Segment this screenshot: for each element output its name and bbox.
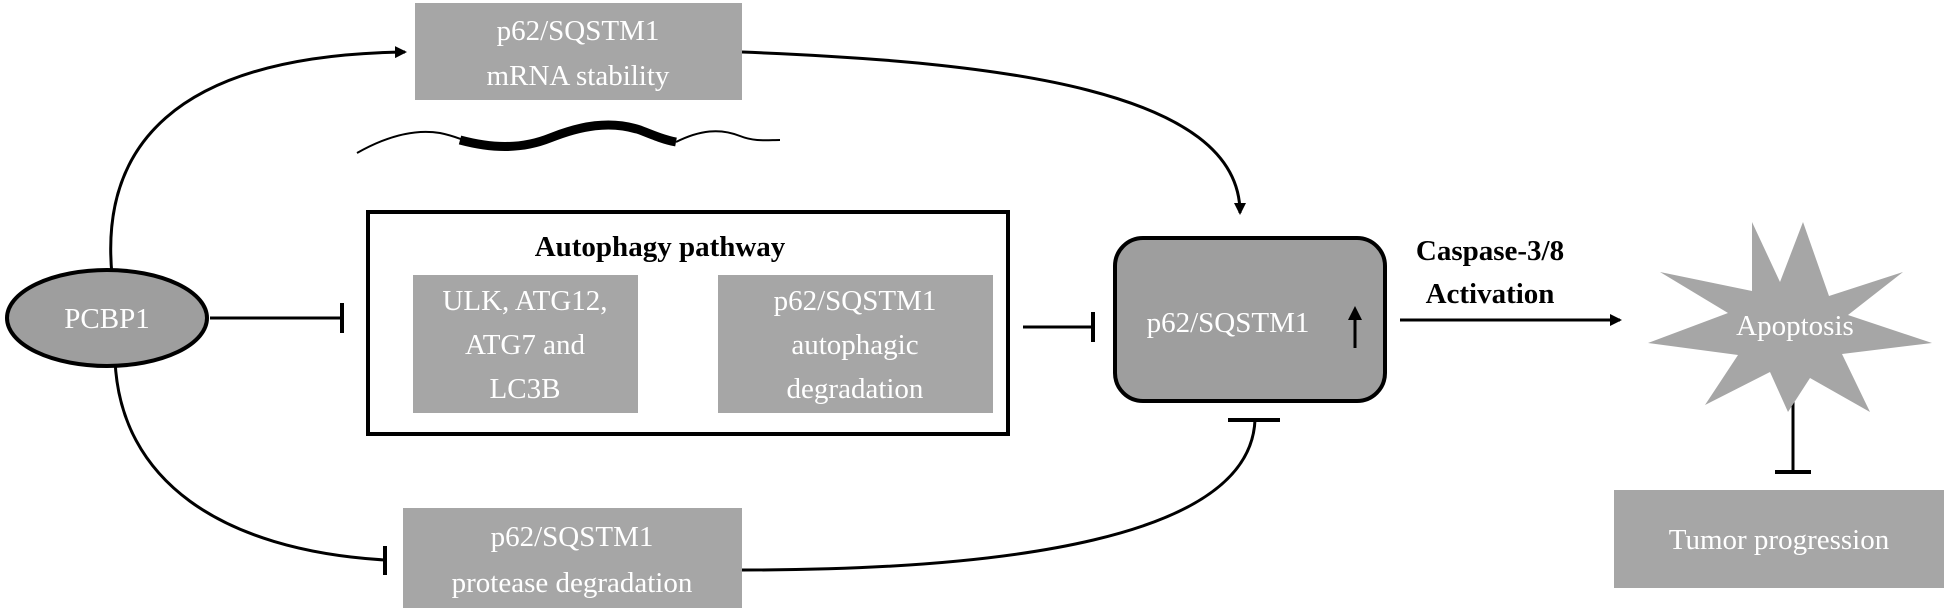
degradation-box-line3: degradation: [787, 373, 924, 405]
p62-center-node: [1113, 236, 1387, 403]
ulk-atg-box: [413, 275, 638, 413]
apoptosis-label: Apoptosis: [1736, 310, 1854, 342]
mrna-box-line1: p62/SQSTM1: [497, 15, 660, 47]
mrna-stability-box: [415, 3, 742, 100]
ulk-box-line1: ULK, ATG12,: [442, 285, 607, 317]
mrna-to-p62-arrow: [741, 50, 1246, 215]
caspase-line1: Caspase-3/8: [1416, 235, 1564, 267]
pcbp1-inhibits-protease-line: [113, 359, 386, 562]
pcbp1-to-mrna-arrow: [109, 46, 407, 276]
degradation-box-line2: autophagic: [791, 329, 918, 361]
pcbp1-label: PCBP1: [64, 303, 149, 335]
up-arrow-icon: [1348, 306, 1362, 348]
caspase-line2: Activation: [1426, 278, 1555, 310]
mrna-box-line2: mRNA stability: [487, 60, 670, 92]
autophagy-title: Autophagy pathway: [535, 231, 786, 263]
autophagic-degradation-box: [718, 275, 993, 413]
protease-box-line1: p62/SQSTM1: [491, 521, 654, 553]
tumor-progression-box: [1614, 490, 1944, 588]
ulk-box-line2: ATG7 and: [465, 329, 586, 361]
p62-center-label: p62/SQSTM1: [1147, 307, 1310, 339]
mrna-strand-icon: [356, 120, 781, 154]
protease-box-line2: protease degradation: [452, 567, 693, 599]
ulk-box-line3: LC3B: [490, 373, 561, 405]
degradation-box-line1: p62/SQSTM1: [774, 285, 937, 317]
apoptosis-starburst: [1648, 222, 1932, 412]
protease-degradation-box: [403, 508, 742, 608]
protease-inhibits-p62-line: [741, 419, 1257, 572]
pcbp1-node: [5, 268, 209, 368]
tumor-label: Tumor progression: [1669, 524, 1890, 556]
